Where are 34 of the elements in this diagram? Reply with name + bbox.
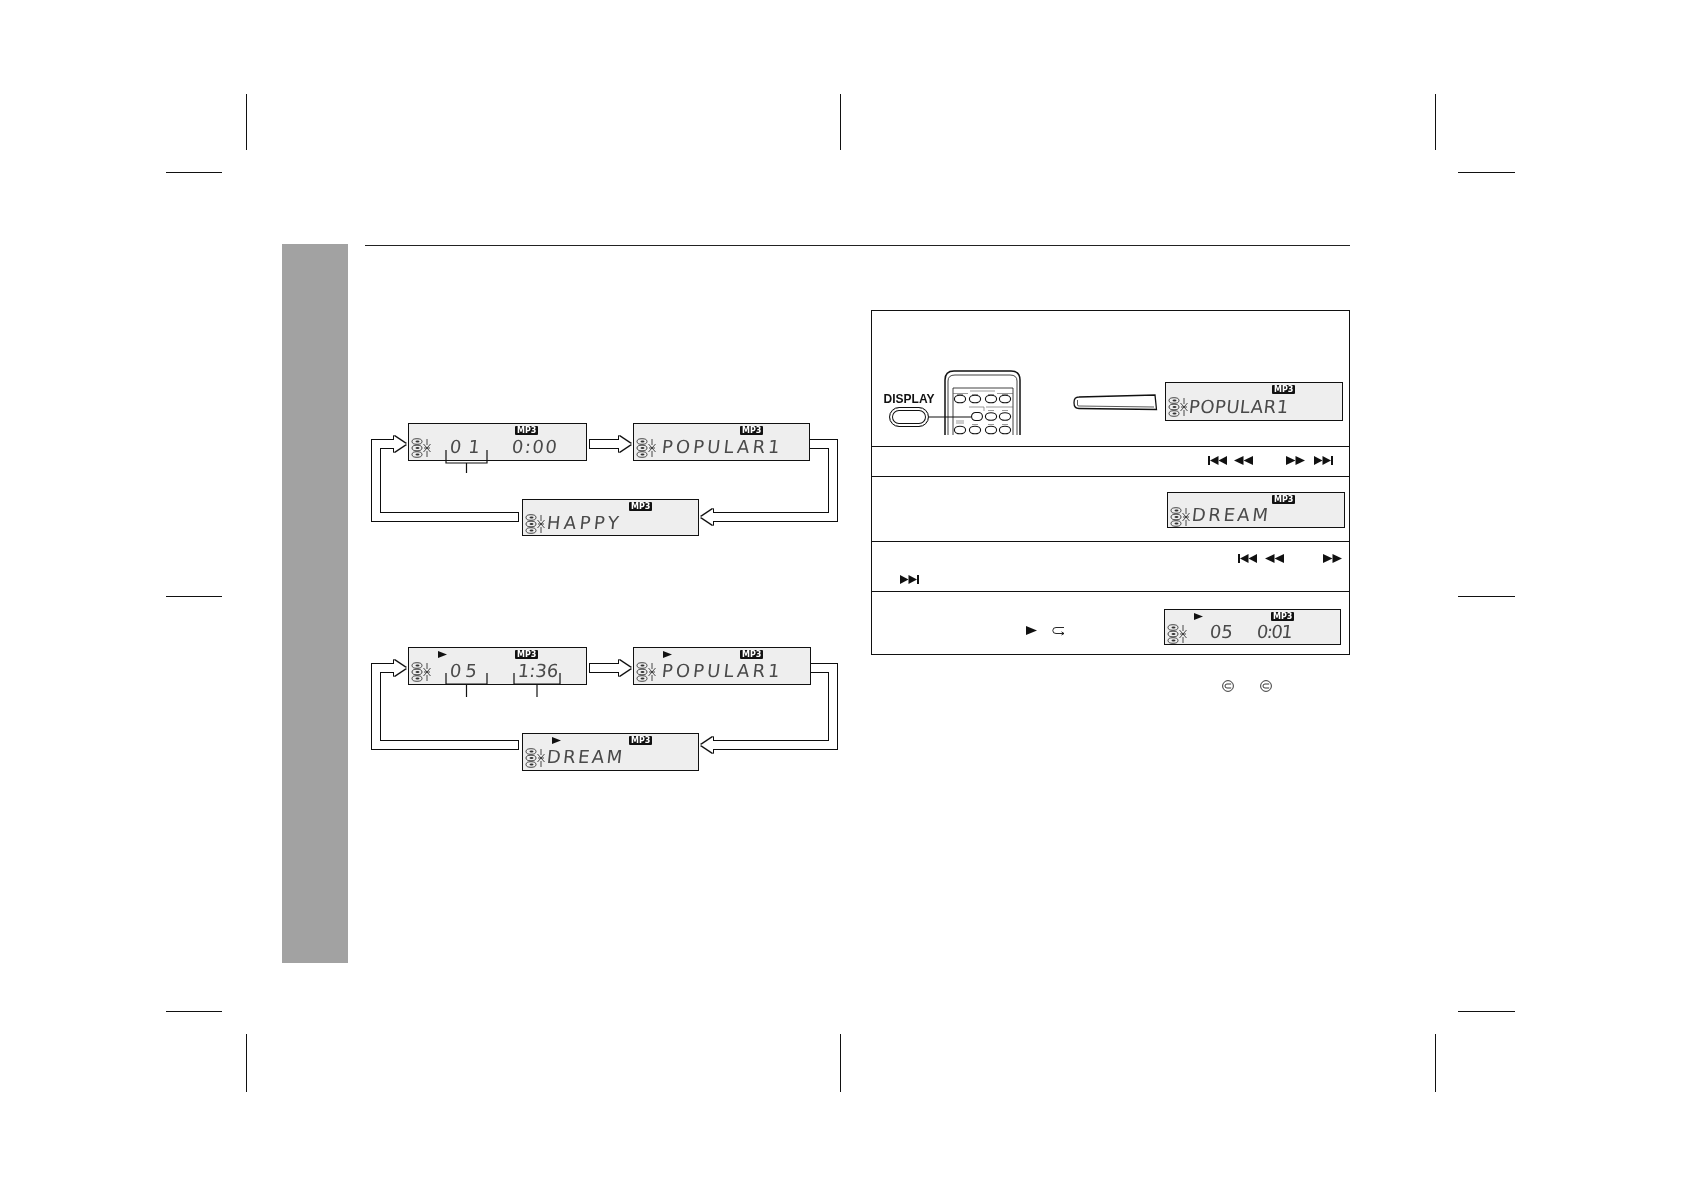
lcd-text: 01 — [449, 438, 488, 456]
format-badge: MP3 — [740, 426, 764, 435]
lcd-display — [522, 499, 699, 536]
format-badge: MP3 — [515, 650, 539, 659]
lcd-display — [1167, 492, 1345, 528]
remote-key — [971, 412, 983, 421]
lcd-display — [522, 733, 699, 771]
format-badge: MP3 — [1272, 385, 1296, 394]
format-badge: MP3 — [515, 426, 539, 435]
side-tab — [282, 244, 348, 963]
format-badge: MP3 — [629, 736, 653, 745]
lcd-display — [1164, 609, 1341, 645]
lcd-display — [633, 423, 810, 461]
lcd-text: POPULAR1 — [661, 438, 784, 456]
key-label: DISPLAY — [882, 393, 936, 406]
lcd-text: DREAM — [546, 748, 626, 766]
lcd-text: 05 — [449, 662, 482, 680]
lcd-text: 0:00 — [511, 438, 560, 456]
lcd-text: POPULAR1 — [1188, 398, 1290, 416]
format-badge: MP3 — [1271, 612, 1295, 621]
lcd-display — [408, 423, 587, 461]
lcd-text: POPULAR1 — [661, 662, 784, 680]
lcd-display — [1165, 382, 1343, 421]
lcd-display — [633, 647, 811, 685]
lcd-text: 0:01 — [1256, 623, 1293, 641]
lcd-text: 05 — [1209, 623, 1234, 641]
format-badge: MP3 — [1272, 495, 1296, 504]
format-badge: MP3 — [629, 502, 653, 511]
lcd-display — [408, 647, 587, 685]
leader-line — [928, 416, 972, 418]
lcd-text: HAPPY — [546, 514, 624, 532]
lcd-text: 1:36 — [517, 662, 560, 680]
format-badge: MP3 — [740, 650, 764, 659]
lcd-text: DREAM — [1191, 506, 1272, 524]
